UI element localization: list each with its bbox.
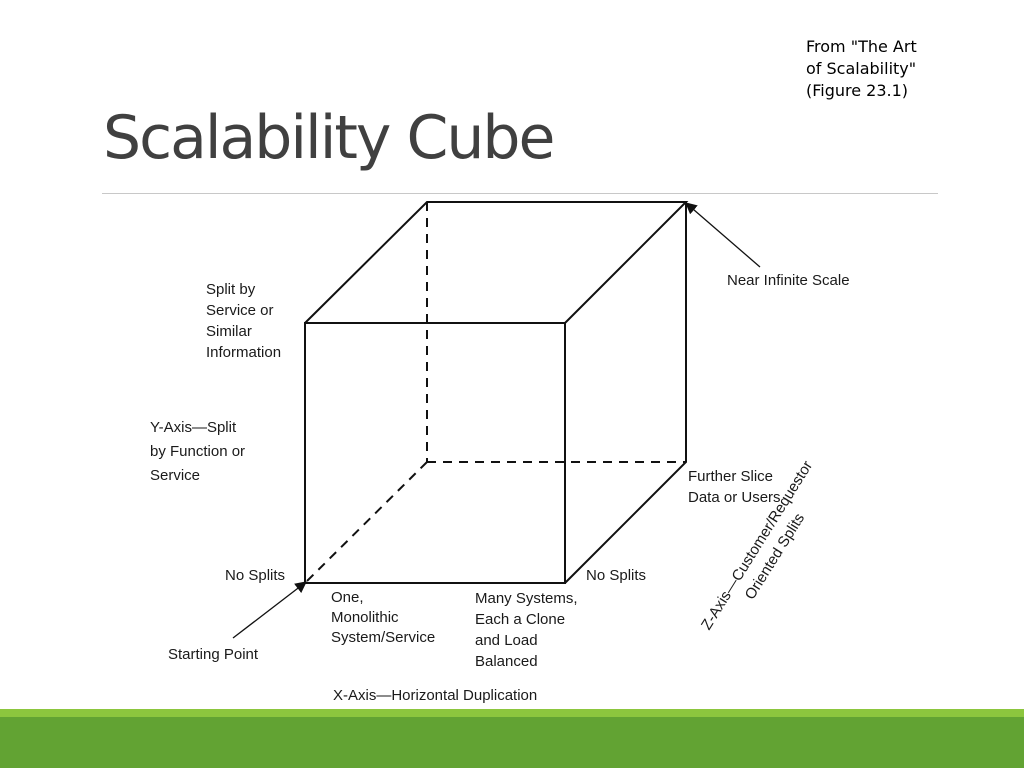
label-further-slice: Further Slice Data or Users xyxy=(688,468,781,506)
label-split-by-service: Split by Service or Similar Information xyxy=(206,281,282,361)
label-near-infinite-scale: Near Infinite Scale xyxy=(727,272,850,289)
source-note-line: of Scalability" xyxy=(806,59,917,78)
label-no-splits-left: No Splits xyxy=(225,567,286,584)
label-x-axis: X-Axis—Horizontal Duplication xyxy=(333,687,538,704)
source-note-line: (Figure 23.1) xyxy=(806,81,909,100)
slide-title: Scalability Cube xyxy=(103,103,555,173)
title-divider xyxy=(102,193,938,194)
source-note-line: From "The Art xyxy=(806,37,917,56)
label-many-systems: Many Systems, Each a Clone and Load Bala… xyxy=(475,590,578,670)
cube-top-edges xyxy=(304,201,689,324)
label-no-splits-right: No Splits xyxy=(586,567,647,584)
cube-right-edges xyxy=(564,202,687,584)
label-y-axis: Y-Axis—Split by Function or Service xyxy=(150,419,246,484)
source-note: From "The Art of Scalability" (Figure 23… xyxy=(806,36,986,102)
label-one-monolithic: One, Monolithic System/Service xyxy=(331,589,436,646)
cube-front-face xyxy=(304,322,566,584)
footer-bar xyxy=(0,717,1024,768)
starting-point-arrow xyxy=(232,581,307,639)
cube-hidden-edge-depth xyxy=(304,461,428,584)
footer-accent-stripe xyxy=(0,709,1024,717)
near-infinite-scale-arrow xyxy=(685,202,761,268)
label-starting-point: Starting Point xyxy=(168,646,259,663)
